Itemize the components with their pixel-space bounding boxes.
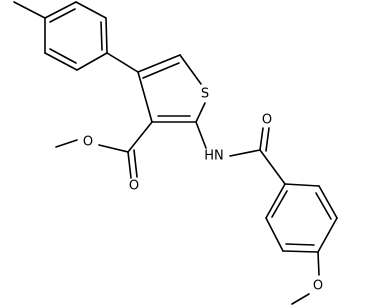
bond xyxy=(142,62,180,79)
bond xyxy=(106,52,139,73)
bond xyxy=(259,149,286,185)
ester-carbonyl-oxygen-label: O xyxy=(129,179,139,194)
bond xyxy=(282,250,319,253)
bond xyxy=(49,48,77,64)
bond xyxy=(271,190,288,218)
bond xyxy=(195,121,207,149)
bond xyxy=(44,52,78,71)
thiophene-ring xyxy=(137,54,206,123)
bond xyxy=(98,144,129,153)
anisole-ring xyxy=(265,183,338,253)
bond xyxy=(49,8,76,23)
methoxy-oxygen-label: O xyxy=(313,279,323,294)
bond xyxy=(317,251,320,276)
methyl-bond xyxy=(13,1,46,19)
bond xyxy=(195,102,206,123)
sulfur-label: S xyxy=(201,87,209,102)
bond xyxy=(179,54,202,85)
bond xyxy=(259,127,264,151)
bond xyxy=(127,151,132,179)
bond xyxy=(318,185,338,219)
bond xyxy=(127,121,153,153)
bond xyxy=(133,149,138,178)
bond xyxy=(265,183,286,219)
amide-carbonyl-oxygen-label: O xyxy=(262,113,272,128)
bond xyxy=(229,149,261,157)
bond xyxy=(75,1,107,19)
bond xyxy=(285,243,315,246)
bond xyxy=(265,127,270,152)
bond xyxy=(44,1,77,19)
bond xyxy=(137,54,181,73)
amide-nitrogen-label: HN xyxy=(204,149,224,164)
tolyl-ring xyxy=(44,1,108,71)
bond xyxy=(317,217,338,253)
bond xyxy=(284,183,320,187)
ester-oxygen-label: O xyxy=(83,135,93,150)
bond xyxy=(55,139,78,148)
bond xyxy=(76,52,108,71)
bond xyxy=(105,17,108,54)
bond xyxy=(137,71,153,123)
bond xyxy=(291,293,310,305)
bond xyxy=(265,217,284,252)
bond xyxy=(315,192,332,220)
bond xyxy=(100,21,103,51)
